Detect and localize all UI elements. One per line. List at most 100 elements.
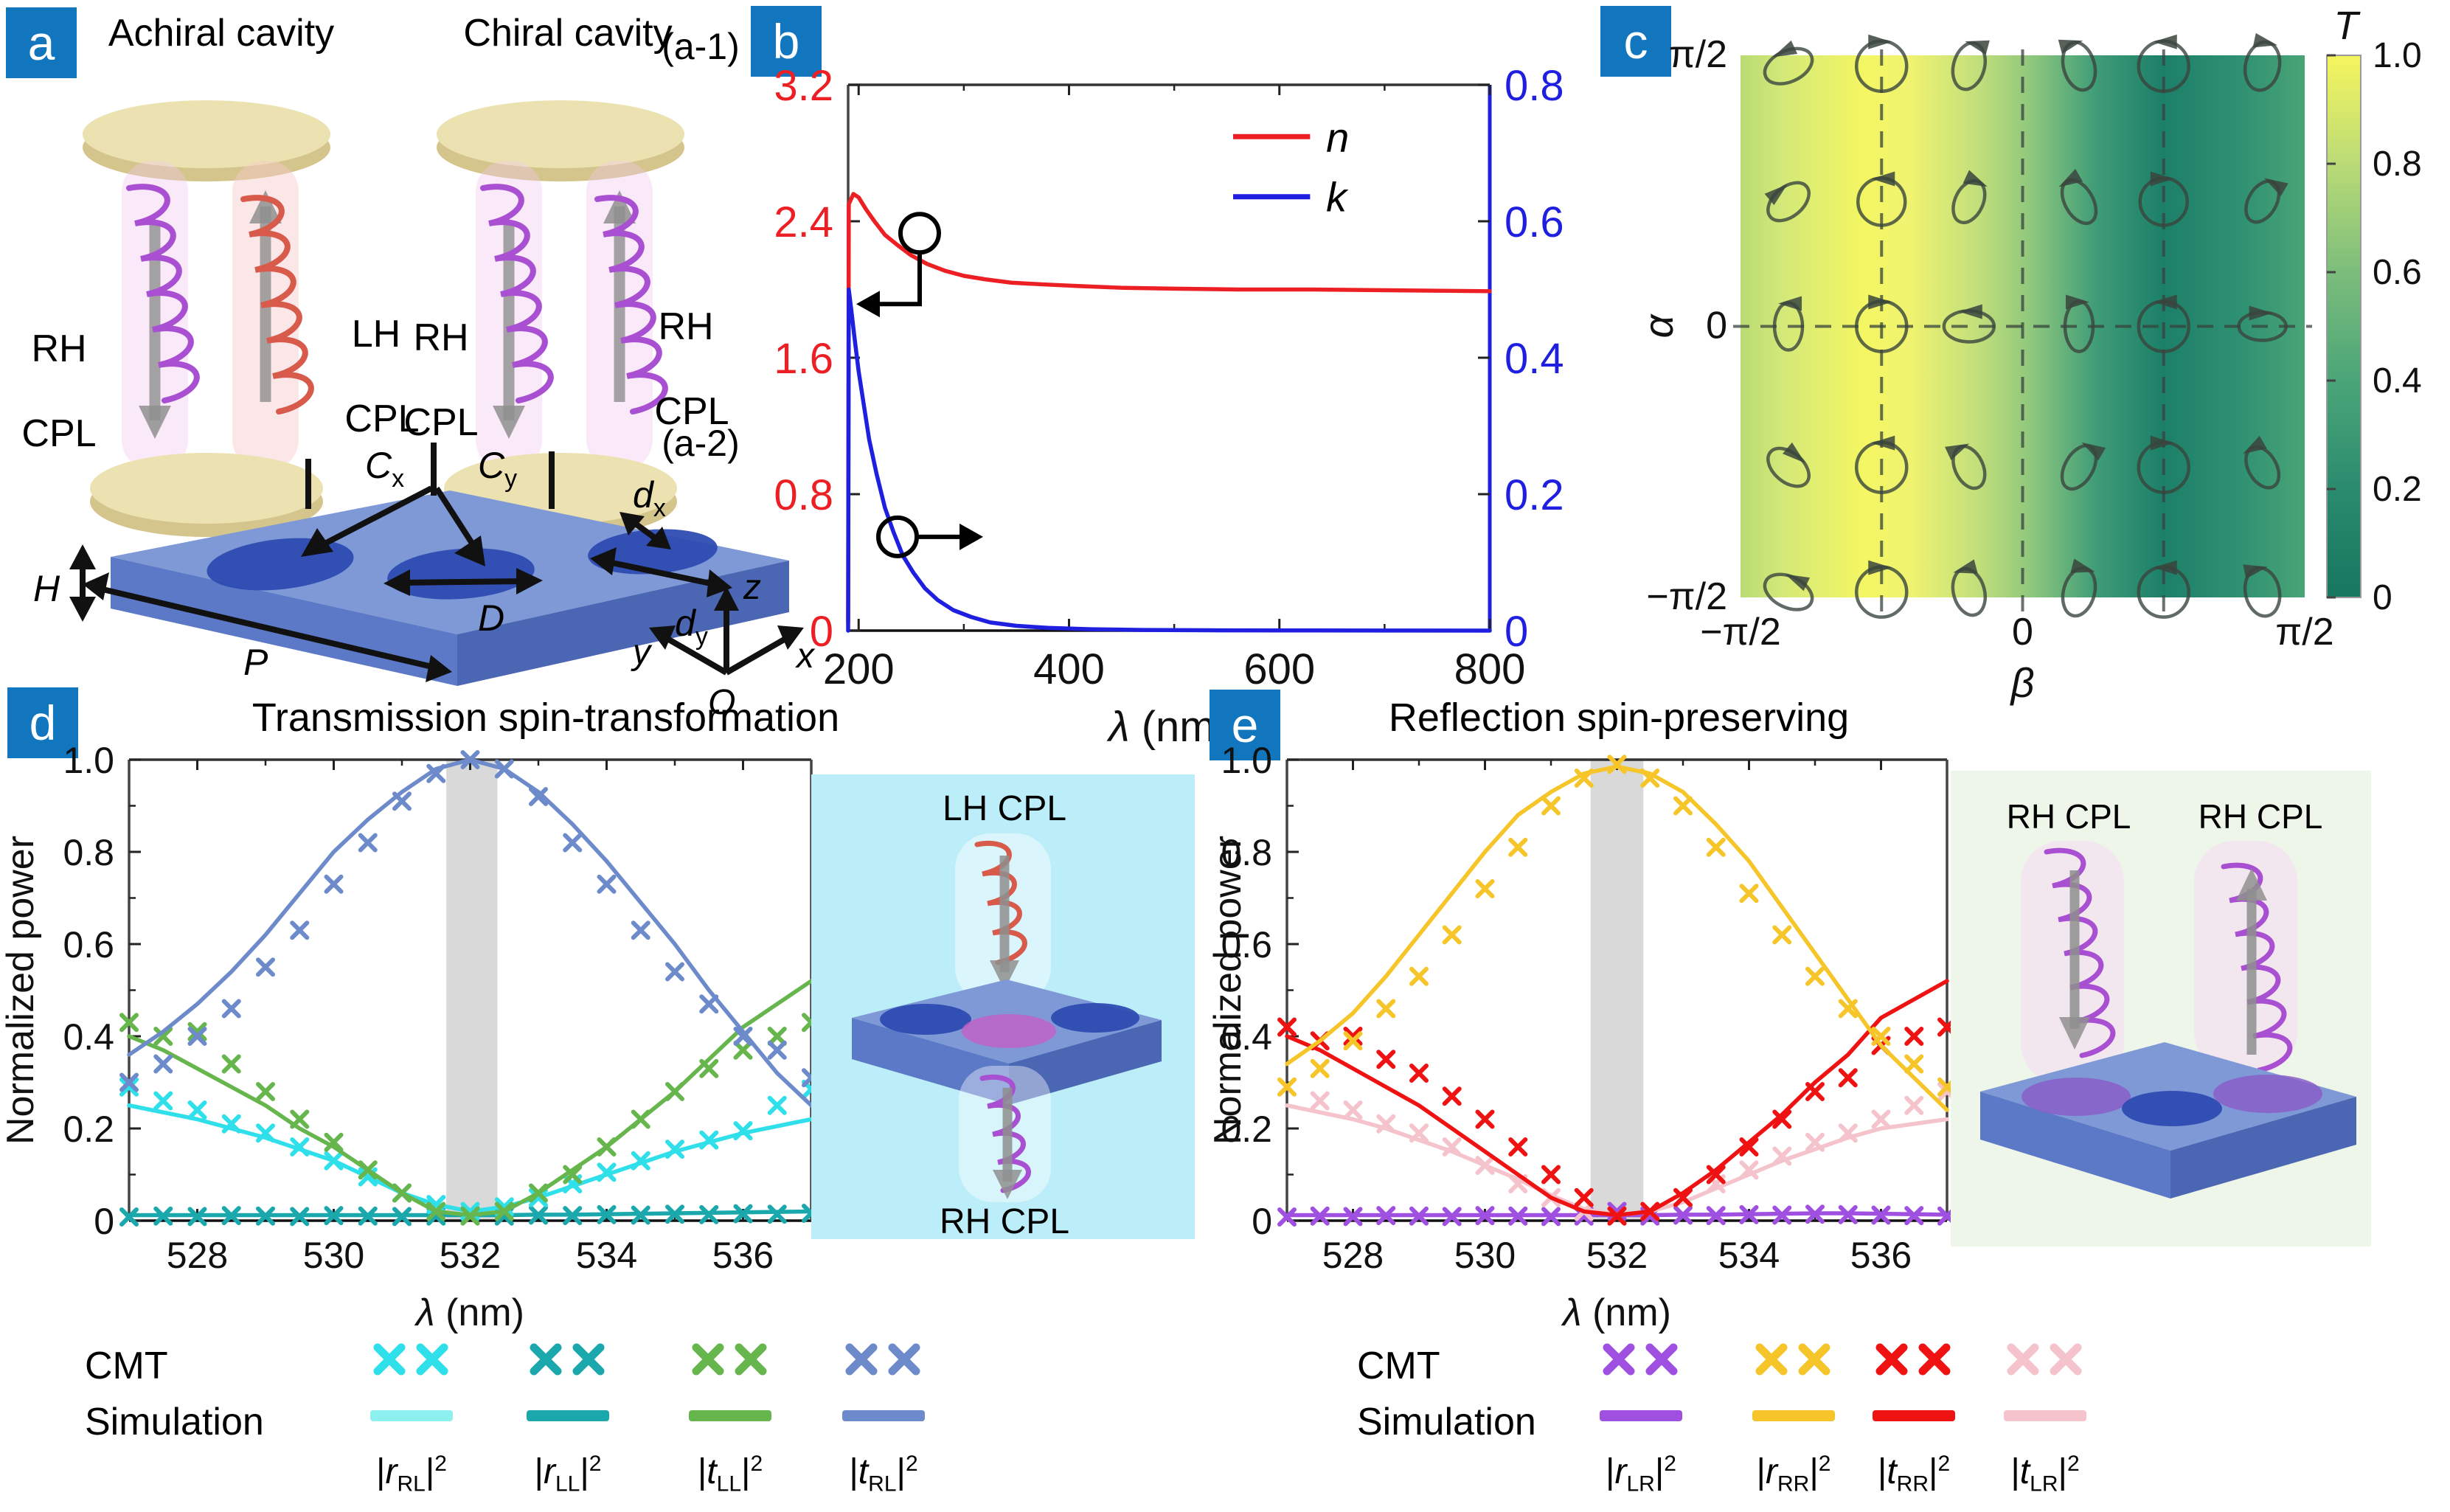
svg-text:3.2: 3.2 <box>774 62 833 110</box>
slab-front-face <box>1980 1092 2170 1199</box>
svg-text:0.4: 0.4 <box>1221 1016 1272 1058</box>
chiral-cpl-right-label: CPL <box>654 390 729 433</box>
svg-text:532: 532 <box>440 1235 501 1276</box>
cy-label: Cy <box>478 445 517 493</box>
red-helix-icon <box>240 195 314 415</box>
up-arrow-head-icon <box>249 190 282 223</box>
svg-text:0.2: 0.2 <box>2373 470 2422 509</box>
svg-text:200: 200 <box>823 645 895 693</box>
svg-text:0.2: 0.2 <box>1505 471 1564 519</box>
svg-text:α: α <box>1635 313 1682 338</box>
svg-text:0.8: 0.8 <box>2373 145 2422 184</box>
arrowhead-icon <box>649 625 676 650</box>
panel-b-tag: b <box>751 6 822 77</box>
svg-text:λ (nm): λ (nm) <box>1561 1291 1671 1334</box>
svg-text:π/2: π/2 <box>2275 611 2333 653</box>
chiral-cavity <box>437 100 684 537</box>
svg-text:n: n <box>1326 114 1349 160</box>
legend-line-swatch <box>2004 1410 2086 1421</box>
svg-text:1.0: 1.0 <box>2373 36 2422 75</box>
legend-line-swatch <box>1873 1410 1955 1421</box>
panel-d-inset: LH CPL RH CPL <box>811 774 1195 1239</box>
panel-a1-sub: (a-1) <box>662 26 740 67</box>
inset-d-bottom-label: RH CPL <box>940 1202 1069 1239</box>
slab-hole <box>387 548 535 600</box>
inset-e-right-label: RH CPL <box>2199 797 2323 836</box>
cx-label: Cx <box>365 445 404 493</box>
svg-text:0.2: 0.2 <box>1221 1109 1272 1150</box>
svg-text:0.4: 0.4 <box>1505 335 1564 383</box>
svg-text:536: 536 <box>1850 1235 1912 1276</box>
legend-cmt-markers <box>1868 1339 1960 1379</box>
svg-text:800: 800 <box>1454 645 1526 693</box>
height-label: H <box>33 568 60 609</box>
diameter-label: D <box>478 597 504 639</box>
svg-text:600: 600 <box>1243 645 1315 693</box>
legend-formula: |tRR|2 <box>1877 1452 1951 1497</box>
svg-text:−π/2: −π/2 <box>1646 575 1727 618</box>
dy-arrow <box>608 559 715 587</box>
panel-a-tag: a <box>6 7 77 78</box>
arrowhead-icon <box>707 569 732 597</box>
up-arrow-head-icon <box>2236 868 2267 901</box>
chiral-cpl-left-label: CPL <box>403 401 478 444</box>
legend-formula: |rLR|2 <box>1606 1452 1676 1497</box>
legend-cmt-markers <box>1595 1339 1687 1379</box>
arrowhead-icon <box>590 547 617 575</box>
svg-text:0.4: 0.4 <box>63 1016 114 1058</box>
svg-text:0: 0 <box>2373 578 2392 617</box>
legend-line-swatch <box>527 1410 609 1421</box>
arrowhead-icon <box>83 572 109 600</box>
svg-text:400: 400 <box>1033 645 1105 693</box>
legend-simulation-label: Simulation <box>1357 1401 1536 1443</box>
arrowhead-icon <box>301 528 333 557</box>
svg-text:T: T <box>2334 4 2361 48</box>
svg-text:β: β <box>2010 659 2035 706</box>
legend-formula: |tRL|2 <box>849 1452 918 1497</box>
chiral-top-disc <box>437 100 684 168</box>
svg-text:Normalized power: Normalized power <box>0 836 42 1145</box>
d-arrow <box>401 578 526 586</box>
y-axis-arrow <box>661 633 728 676</box>
legend-formula: |tLL|2 <box>697 1452 763 1497</box>
achiral-lh-label: LH <box>352 313 400 356</box>
legend-formula: |rLL|2 <box>534 1452 602 1497</box>
svg-text:0: 0 <box>1706 305 1727 347</box>
achiral-rh-label: RH <box>31 327 86 370</box>
down-arrow-head-icon <box>493 406 525 439</box>
svg-text:1.0: 1.0 <box>63 740 114 781</box>
arrowhead-icon <box>516 568 543 594</box>
panel-e-title: Reflection spin-preserving <box>1388 696 1850 740</box>
legend-cmt-markers <box>1748 1339 1839 1379</box>
svg-text:532: 532 <box>1586 1235 1648 1276</box>
arrowhead-icon <box>426 655 452 682</box>
panel-a-art: Achiral cavity Chiral cavity (a-1) RH CP… <box>21 12 816 722</box>
svg-text:0.8: 0.8 <box>1221 832 1272 873</box>
purple-helix-icon <box>594 195 668 415</box>
inset-d-top-label: LH CPL <box>943 789 1066 828</box>
svg-text:0.8: 0.8 <box>1505 62 1564 110</box>
svg-text:530: 530 <box>1454 1235 1516 1276</box>
legend-cmt-markers <box>366 1339 457 1379</box>
purple-helix-icon <box>480 184 554 403</box>
arrowhead-icon <box>69 544 96 569</box>
legend-formula: |tLR|2 <box>2010 1452 2080 1497</box>
legend-cmt-markers <box>1999 1339 2091 1379</box>
arrowhead-icon <box>646 527 671 549</box>
svg-text:−π/2: −π/2 <box>1700 611 1781 653</box>
panel-e-tag: e <box>1210 690 1280 760</box>
svg-text:0.6: 0.6 <box>63 924 114 965</box>
legend-cmt-markers <box>838 1339 929 1379</box>
up-arrow-head-icon <box>603 190 636 223</box>
svg-text:530: 530 <box>303 1235 364 1276</box>
legend-cmt-label: CMT <box>1357 1345 1440 1387</box>
x-axis-label: x <box>795 637 816 676</box>
svg-text:0.6: 0.6 <box>2373 253 2422 292</box>
svg-text:2.4: 2.4 <box>774 198 833 246</box>
svg-text:0: 0 <box>810 608 833 656</box>
panel-a2-sub: (a-2) <box>662 423 740 464</box>
